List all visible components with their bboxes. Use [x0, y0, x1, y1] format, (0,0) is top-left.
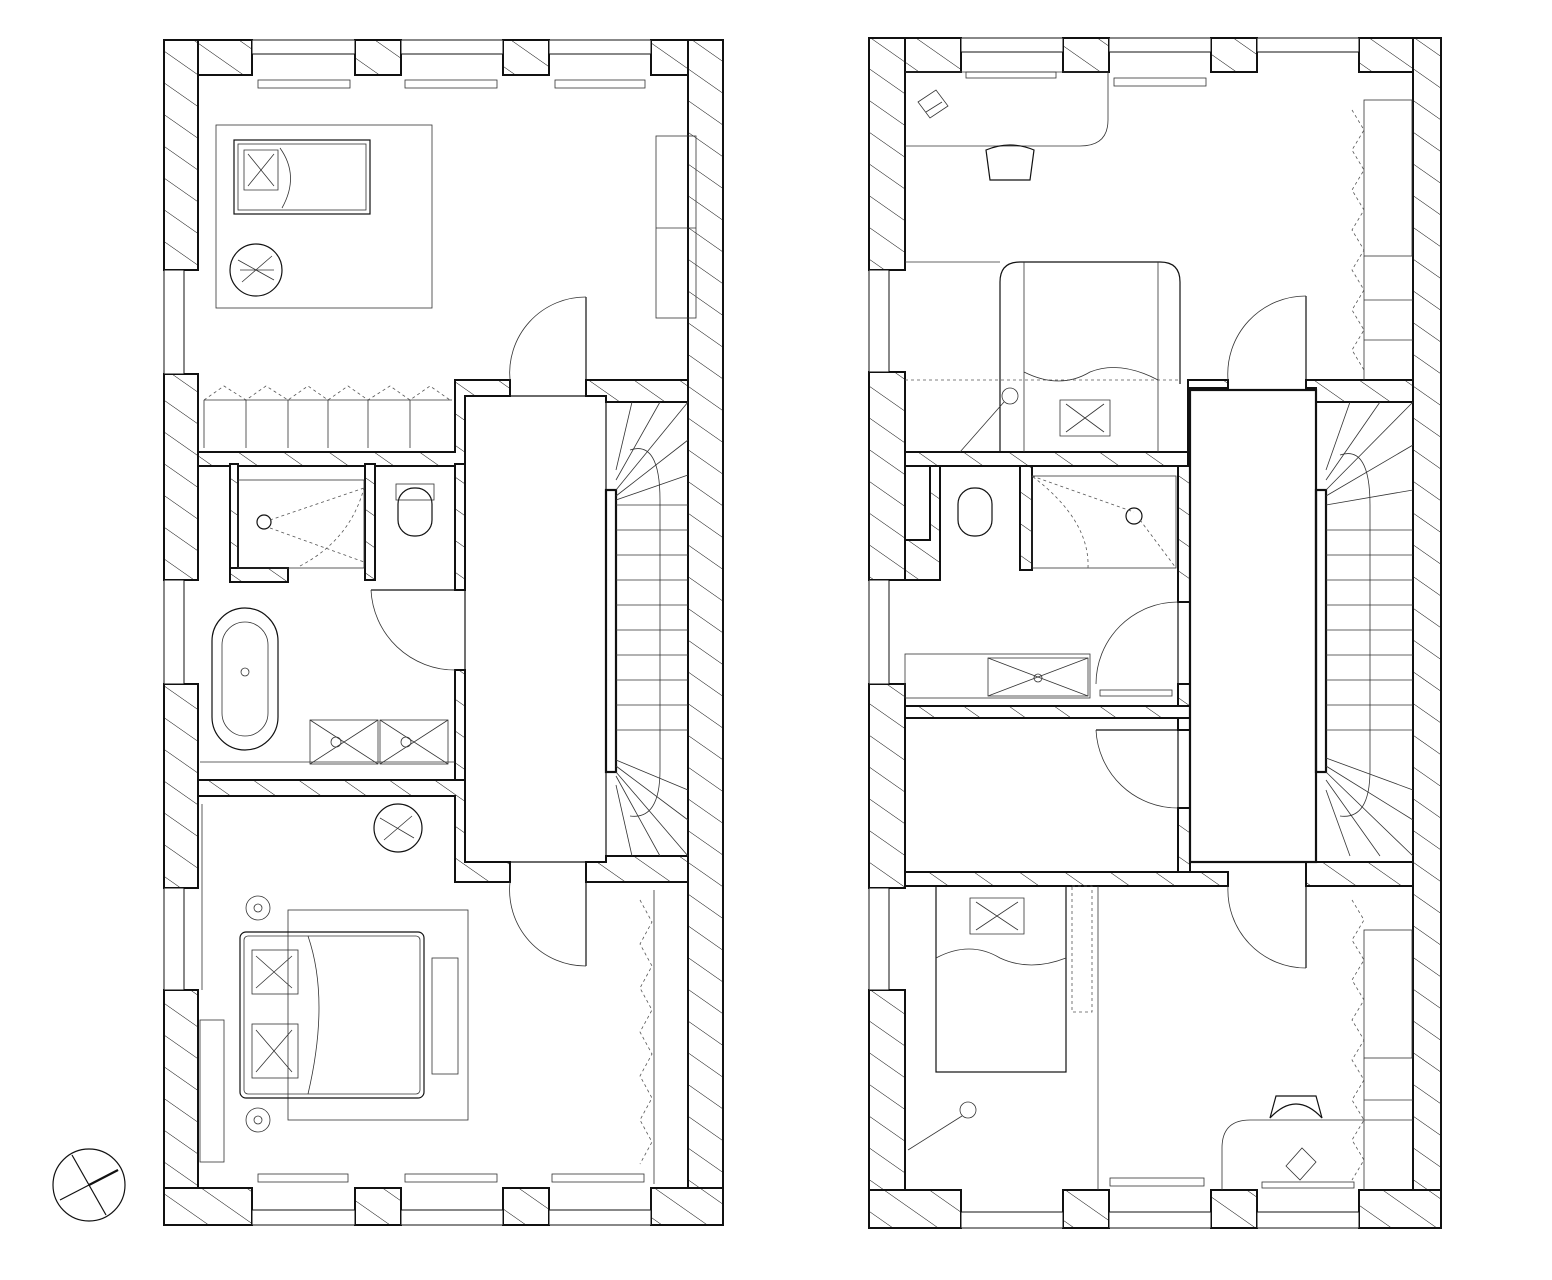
- chair-icon: [985, 144, 1035, 181]
- bunk-room: [905, 261, 1181, 453]
- exterior-walls: [163, 39, 724, 1226]
- utility: [904, 717, 1179, 873]
- windows: [868, 37, 1360, 1229]
- north-arrow-icon: [52, 1148, 126, 1222]
- plan-floor-2: [868, 37, 1442, 1229]
- study-north: [905, 71, 1413, 380]
- bathroom: [200, 479, 455, 765]
- interior-walls: [197, 379, 689, 883]
- staircase: [464, 395, 689, 863]
- shower-room: [904, 475, 1177, 699]
- interior-walls: [904, 379, 1414, 887]
- bedroom-north: [203, 124, 697, 448]
- bedroom-south: [907, 885, 1413, 1190]
- plan-floor-1: [52, 39, 724, 1226]
- doors: [370, 296, 587, 967]
- windows: [163, 39, 652, 1226]
- doors: [1095, 295, 1307, 969]
- chair-icon: [373, 803, 423, 853]
- exterior-walls: [868, 37, 1442, 1229]
- chair-icon: [1269, 1095, 1323, 1119]
- bedroom-south: [199, 803, 655, 1184]
- chair-icon: [229, 243, 283, 297]
- staircase: [1325, 401, 1414, 863]
